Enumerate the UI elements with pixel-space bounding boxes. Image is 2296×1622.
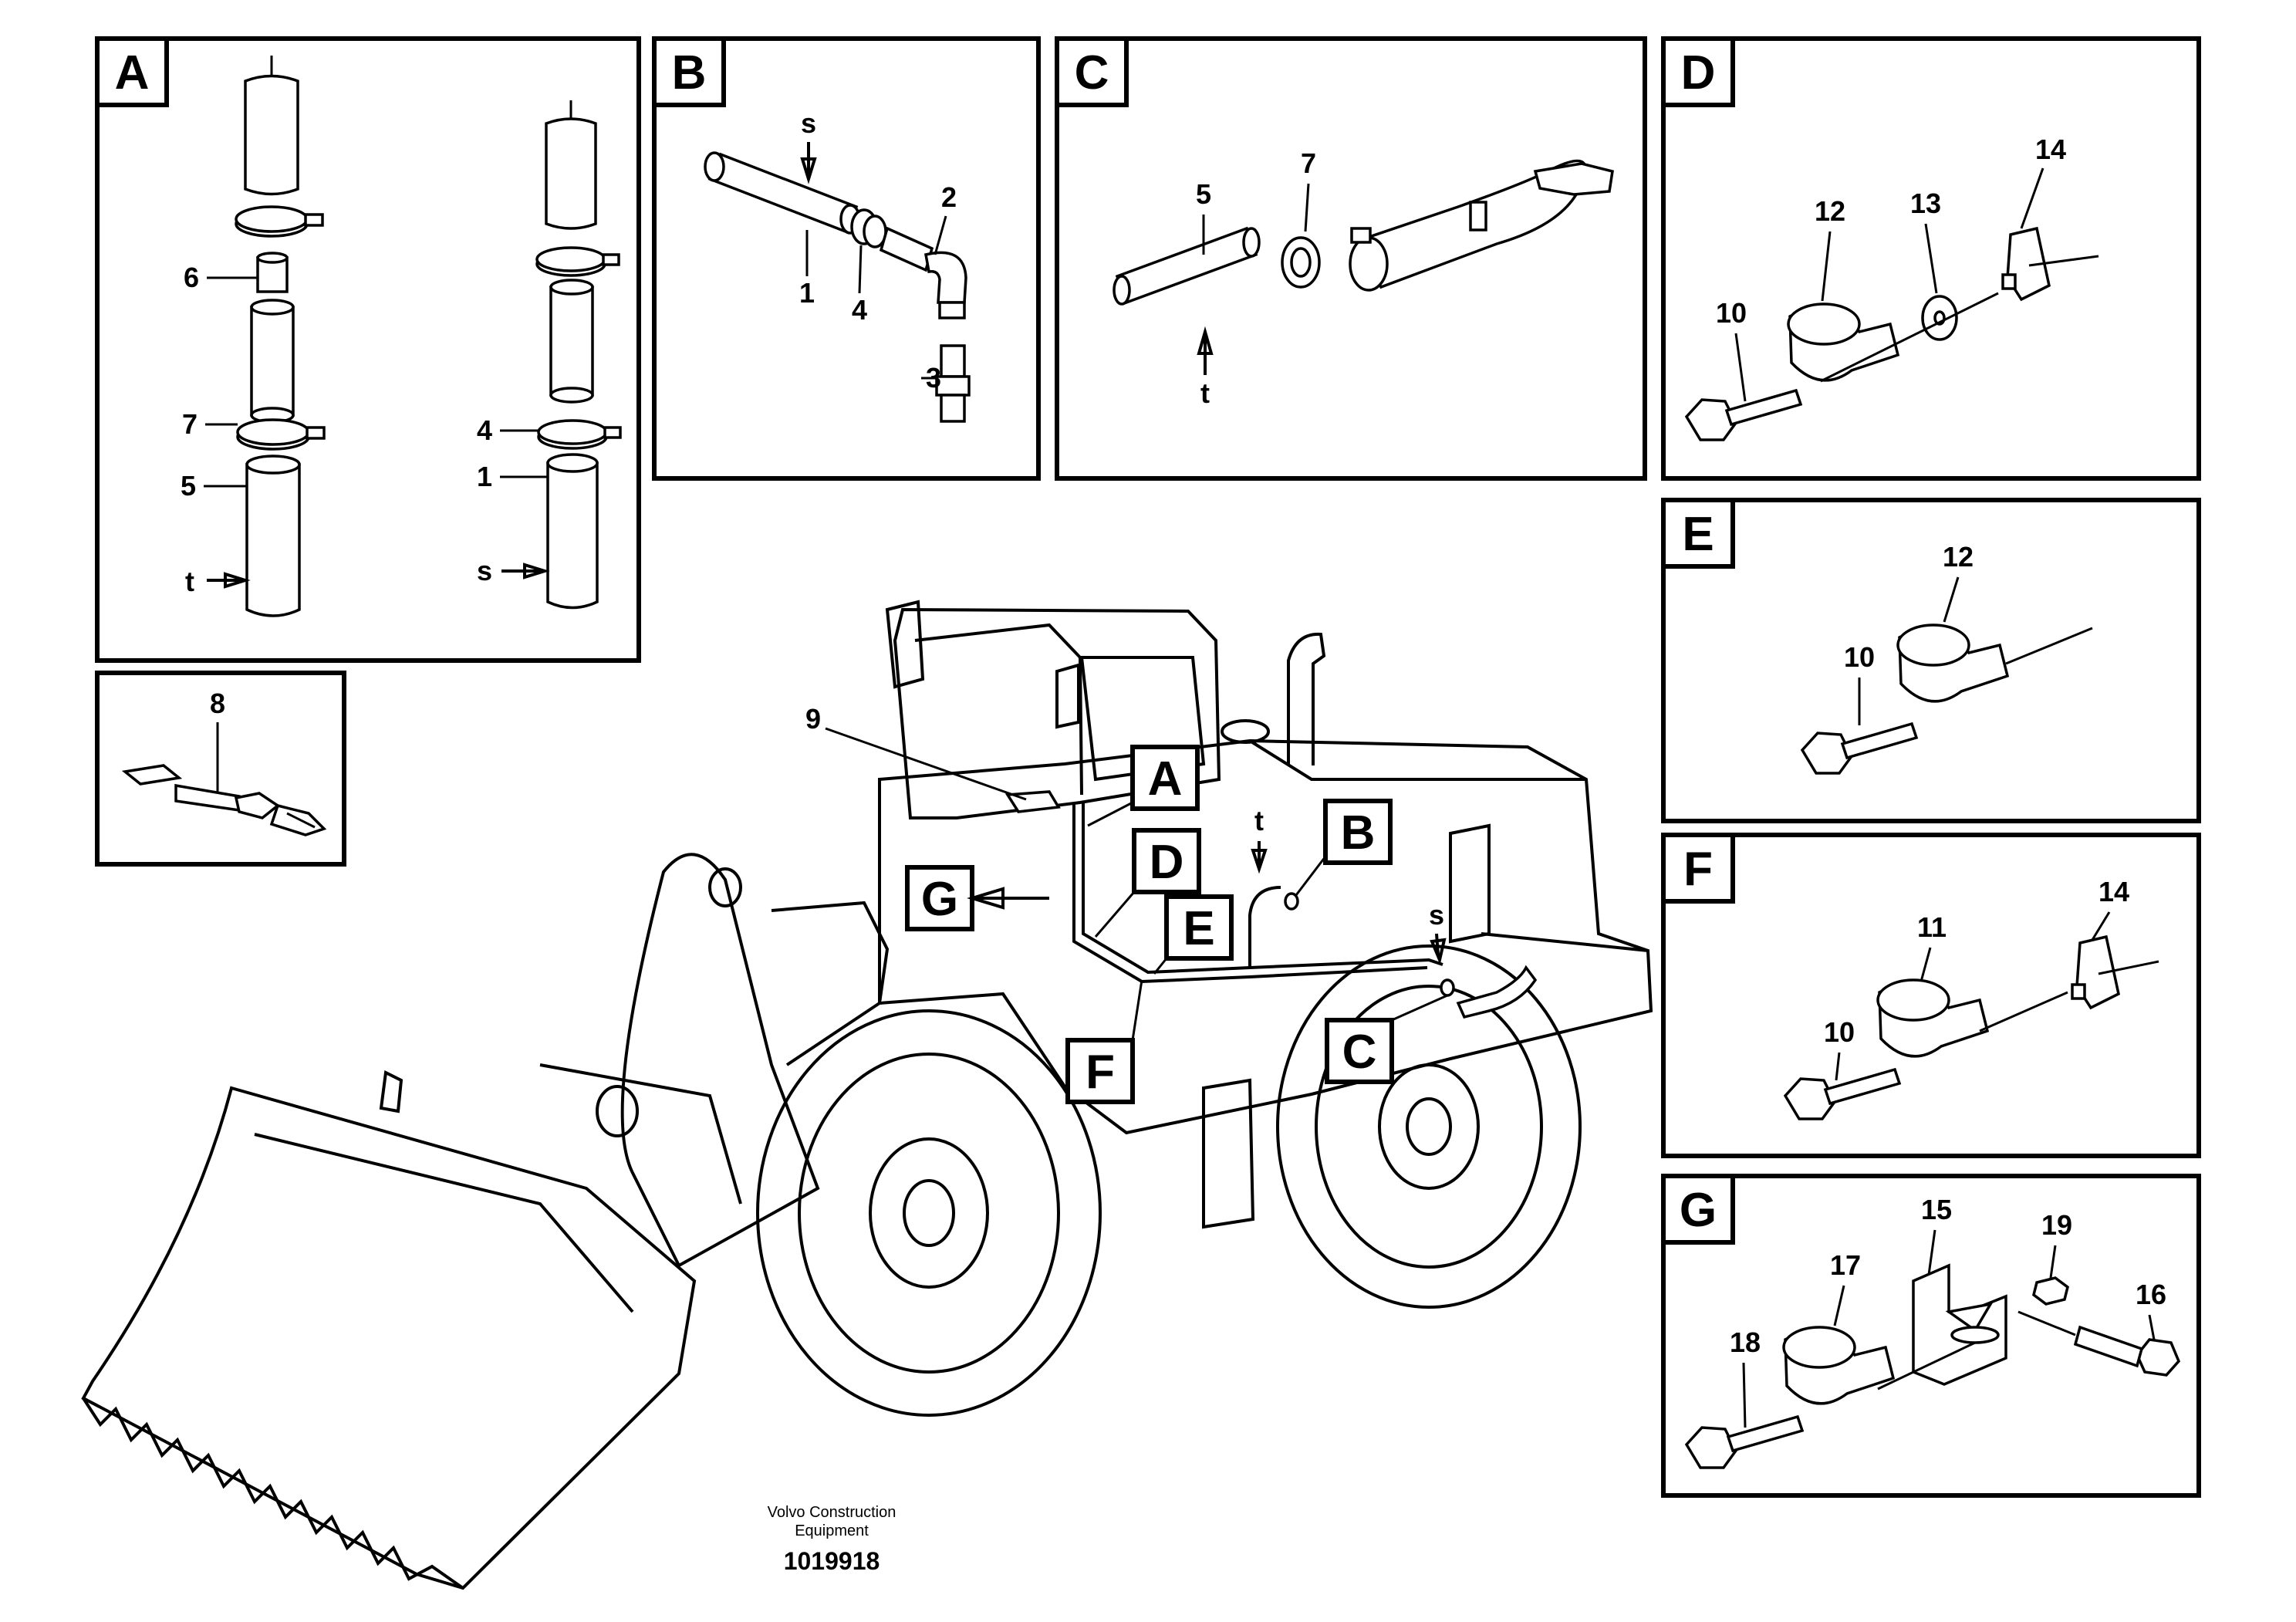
callout-a-5: 5 xyxy=(181,470,196,502)
panel-g: G 15 19 17 16 18 xyxy=(1661,1174,2201,1498)
machine-label-b: B xyxy=(1341,806,1376,860)
panel-c-letter: C xyxy=(1075,46,1109,100)
callout-d-12: 12 xyxy=(1815,195,1845,227)
machine-location-labels: A B C D E F G 9 t s xyxy=(805,703,1448,1104)
callout-g-18: 18 xyxy=(1730,1326,1761,1358)
callout-8: 8 xyxy=(210,688,225,719)
flow-a-t: t xyxy=(185,566,194,597)
panel-a-letter: A xyxy=(115,46,150,100)
panel-e: E 12 10 xyxy=(1661,498,2201,823)
callout-e-10: 10 xyxy=(1844,641,1875,673)
callout-c-5: 5 xyxy=(1196,178,1211,210)
credit-line-1: Volvo Construction xyxy=(768,1504,896,1521)
credit-line-2: Equipment xyxy=(795,1522,869,1539)
panel-f: F 14 11 10 xyxy=(1661,833,2201,1158)
machine-flow-t: t xyxy=(1254,805,1264,836)
callout-c-7: 7 xyxy=(1301,147,1316,179)
panel-b: B s 2 1 4 3 xyxy=(652,36,1041,481)
callout-g-19: 19 xyxy=(2041,1209,2072,1241)
wheel-loader-illustration xyxy=(81,600,1653,1590)
panel-d: D 14 12 13 10 xyxy=(1661,36,2201,481)
callout-a-4: 4 xyxy=(477,414,492,446)
machine-callout-9: 9 xyxy=(805,703,821,735)
panel-g-letter: G xyxy=(1680,1184,1717,1237)
panel-c-hose-and-pipe xyxy=(1113,159,1614,306)
machine-flow-s: s xyxy=(1429,899,1444,931)
machine-label-c: C xyxy=(1342,1026,1377,1079)
panel-c: C 5 7 t xyxy=(1055,36,1647,481)
callout-e-12: 12 xyxy=(1943,541,1974,573)
flow-b-s: s xyxy=(801,107,816,139)
panel-f-clamp-parts xyxy=(1783,934,2159,1120)
callout-a-6: 6 xyxy=(184,262,199,293)
callout-d-13: 13 xyxy=(1910,188,1941,219)
callout-a-1: 1 xyxy=(477,461,492,492)
callout-d-10: 10 xyxy=(1716,297,1747,329)
callout-a-7: 7 xyxy=(182,408,198,440)
panel-a: A xyxy=(95,36,641,663)
diagram-code: 1019918 xyxy=(784,1547,880,1575)
machine-label-e: E xyxy=(1183,902,1214,955)
panel-b-hose-assembly xyxy=(704,151,971,423)
cable-tie-part xyxy=(121,764,327,836)
panel-a-right-hose-stack xyxy=(535,100,622,610)
panel-strap: 8 xyxy=(95,671,346,867)
flow-a-s: s xyxy=(477,555,492,586)
machine-label-d: D xyxy=(1150,836,1184,889)
callout-f-11: 11 xyxy=(1917,911,1947,943)
callout-d-14: 14 xyxy=(2035,133,2066,165)
panel-e-letter: E xyxy=(1682,508,1714,561)
flow-c-t: t xyxy=(1200,377,1210,409)
panel-d-clamp-parts xyxy=(1684,226,2099,441)
machine-label-f: F xyxy=(1086,1046,1115,1099)
panel-a-left-hose-stack xyxy=(235,56,326,617)
publisher-credit: Volvo Construction Equipment 1019918 xyxy=(768,1504,896,1575)
panel-b-letter: B xyxy=(672,46,707,100)
callout-g-16: 16 xyxy=(2136,1279,2166,1310)
panel-d-letter: D xyxy=(1681,46,1716,100)
callout-f-10: 10 xyxy=(1824,1016,1855,1048)
panel-g-bracket-parts xyxy=(1684,1263,2181,1469)
callout-g-15: 15 xyxy=(1921,1194,1952,1225)
callout-b-1: 1 xyxy=(799,277,815,309)
callout-f-14: 14 xyxy=(2098,876,2129,907)
machine-label-g: G xyxy=(921,873,958,926)
panel-f-letter: F xyxy=(1683,843,1713,896)
panel-e-clamp-parts xyxy=(1800,623,2093,775)
callout-g-17: 17 xyxy=(1830,1249,1861,1281)
machine-label-a: A xyxy=(1148,752,1183,806)
callout-b-2: 2 xyxy=(941,181,957,213)
callout-b-4: 4 xyxy=(852,294,867,326)
